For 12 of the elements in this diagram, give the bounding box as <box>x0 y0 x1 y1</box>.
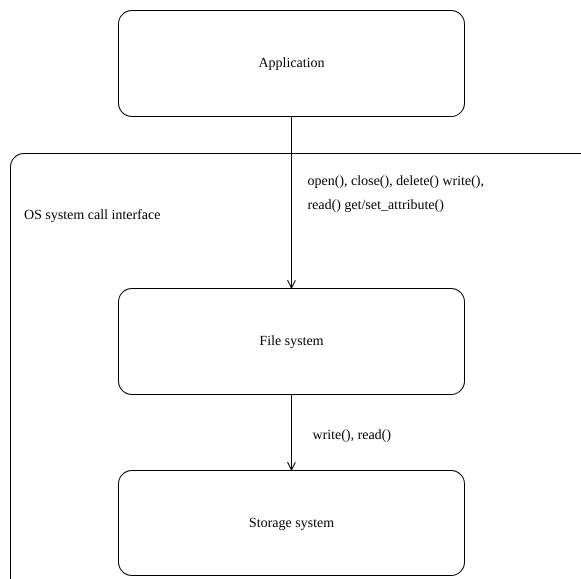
process-box <box>118 470 465 576</box>
edge-label: write(), read() <box>312 427 392 445</box>
node-label: Storage system <box>248 514 334 532</box>
node-label: OS system call interface <box>24 207 160 225</box>
arrow <box>287 394 296 470</box>
container-panel <box>10 153 581 579</box>
process-box <box>118 288 465 395</box>
arrow <box>287 116 296 288</box>
node-label: File system <box>259 333 324 351</box>
node-label: Application <box>258 55 325 73</box>
process-box <box>118 10 465 117</box>
edge-label: open(), close(), delete() write(), read() get/set_attribute() <box>308 173 485 215</box>
